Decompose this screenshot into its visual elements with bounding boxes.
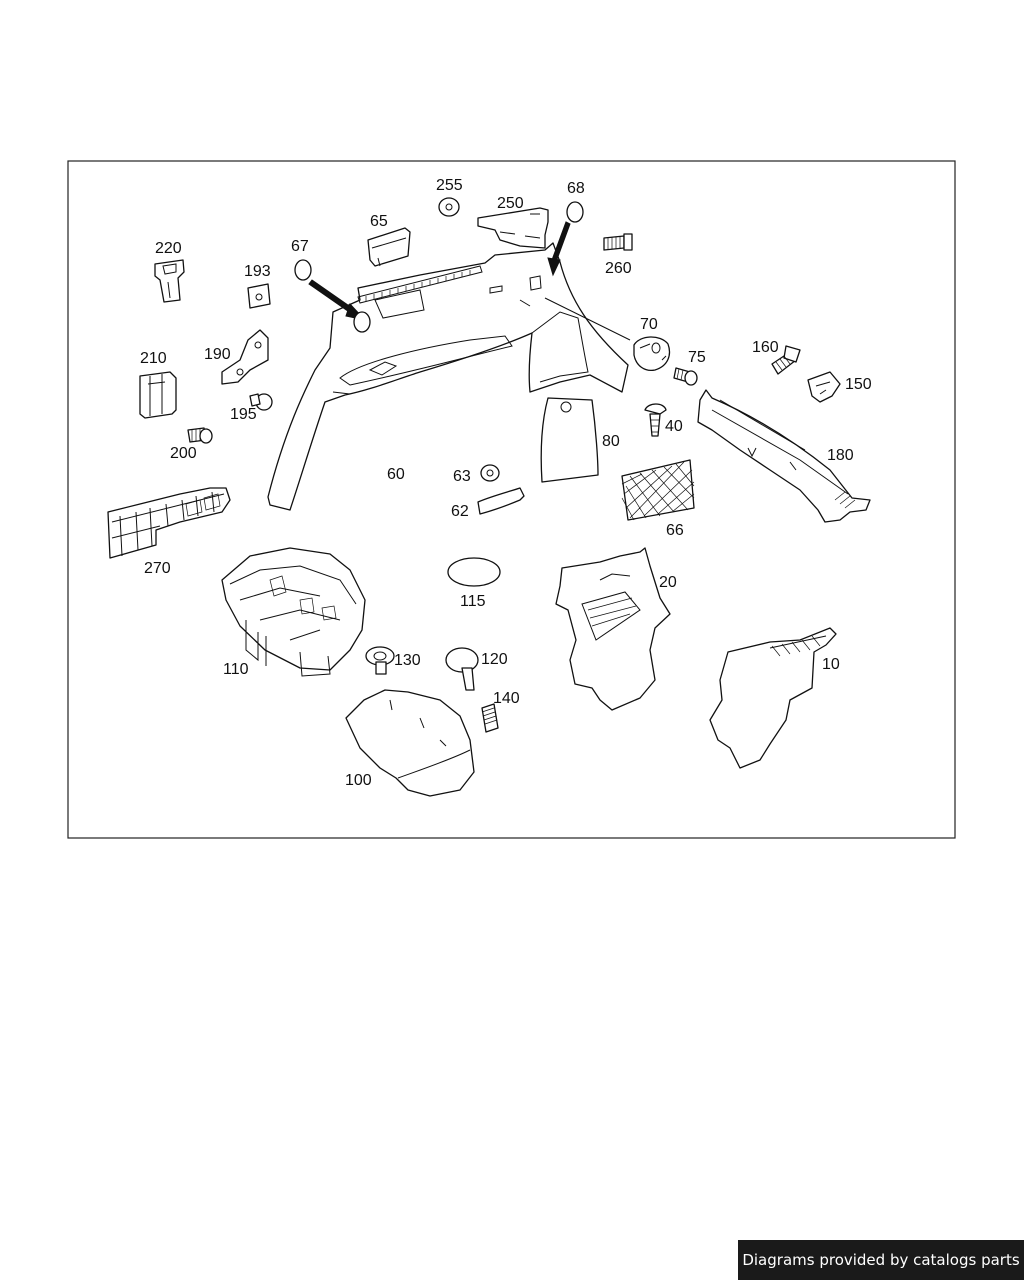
part-195-bolt [249,393,273,411]
part-130-plug [365,646,395,675]
callout-195: 195 [230,406,257,423]
callout-150: 150 [845,376,872,393]
callout-labels: 255 68 250 65 67 220 193 260 70 210 190 … [140,177,872,789]
part-255-grommet [438,197,460,217]
callout-160: 160 [752,339,779,356]
callout-270: 270 [144,560,171,577]
callout-62: 62 [451,503,469,520]
part-60-quarter-trim-panel [267,242,631,511]
part-260-bolt [603,233,633,251]
callout-10: 10 [822,656,840,673]
part-75-screw [673,367,698,386]
callout-110: 110 [223,661,249,678]
part-20-insulation-panel [555,547,671,711]
callout-66: 66 [666,522,684,539]
diagram-frame [67,160,956,839]
callout-180: 180 [827,447,854,464]
callout-120: 120 [481,651,508,668]
part-10-floor-panel [709,627,837,769]
callout-115: 115 [460,593,486,610]
part-66-cargo-net [621,459,695,521]
callout-250: 250 [497,195,524,212]
callout-67: 67 [291,238,309,255]
part-62-cover-strip [477,487,525,515]
part-220-clip [154,259,185,303]
callout-255: 255 [436,177,463,194]
callout-20: 20 [659,574,677,591]
callout-190: 190 [204,346,231,363]
callout-210: 210 [140,350,167,367]
part-190-bracket [221,329,269,385]
part-150-clip [807,371,841,403]
callout-200: 200 [170,445,197,462]
part-68-cap [547,201,584,277]
part-250-bracket [477,207,549,249]
callout-63: 63 [453,468,471,485]
part-180-sill-panel [697,389,871,523]
callout-70: 70 [640,316,658,333]
callout-193: 193 [244,263,271,280]
part-200-screw [187,427,213,444]
callout-75: 75 [688,349,706,366]
part-120-wing-bolt [445,647,479,691]
callout-65: 65 [370,213,388,230]
callout-40: 40 [665,418,683,435]
callout-260: 260 [605,260,632,277]
part-193-clip-nut [247,283,271,309]
part-40-push-pin [644,403,667,437]
part-67-cap [294,259,371,333]
part-63-grommet [480,464,500,482]
callout-140: 140 [493,690,520,707]
part-115-cover-disk [447,557,501,587]
part-160-bolt [771,345,801,375]
callout-80: 80 [602,433,620,450]
callout-68: 68 [567,180,585,197]
part-110-storage-tray [221,547,366,677]
callout-60: 60 [387,466,405,483]
callout-100: 100 [345,772,372,789]
callout-220: 220 [155,240,182,257]
part-65-grab-handle [367,227,411,267]
part-80-cover [540,397,599,483]
callout-130: 130 [394,652,421,669]
part-100-wheel-liner [345,689,475,797]
part-140-spring [481,703,499,733]
part-270-bracket-frame [107,487,231,559]
part-70-knob [633,336,671,372]
credit-banner: Diagrams provided by catalogs parts [738,1240,1024,1280]
part-210-clip [139,371,177,419]
